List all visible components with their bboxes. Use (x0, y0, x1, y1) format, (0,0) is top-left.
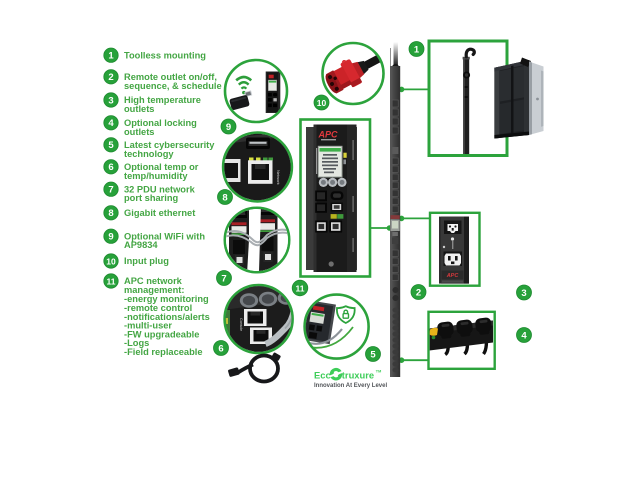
svg-text:4: 4 (108, 118, 114, 129)
svg-text:temp/humidity: temp/humidity (124, 171, 188, 181)
svg-text:High temperature: High temperature (124, 95, 201, 105)
svg-text:8: 8 (108, 208, 113, 219)
svg-text:11: 11 (107, 276, 116, 286)
svg-text:Input plug: Input plug (124, 256, 169, 266)
svg-text:-remote control: -remote control (124, 303, 192, 313)
svg-text:5: 5 (108, 140, 114, 151)
svg-text:Console: Console (239, 318, 243, 331)
svg-text:Optional WiFi with: Optional WiFi with (124, 231, 205, 241)
svg-text:Toolless mounting: Toolless mounting (124, 50, 206, 60)
svg-text:Optional locking: Optional locking (124, 118, 197, 128)
svg-text:outlets: outlets (124, 127, 154, 137)
svg-text:Eco: Eco (314, 370, 331, 381)
svg-text:Remote outlet on/off,: Remote outlet on/off, (124, 72, 217, 82)
svg-text:APC: APC (446, 273, 460, 279)
svg-text:32 PDU network: 32 PDU network (124, 184, 196, 194)
svg-text:7: 7 (221, 273, 226, 284)
svg-text:6: 6 (218, 343, 223, 354)
svg-text:2: 2 (108, 72, 113, 83)
svg-text:Gigabit ethernet: Gigabit ethernet (124, 208, 195, 218)
svg-text:technology: technology (124, 149, 174, 159)
svg-text:2: 2 (416, 287, 421, 298)
svg-text:-FW upgradeable: -FW upgradeable (124, 329, 199, 339)
svg-text:9: 9 (226, 122, 231, 133)
svg-text:3: 3 (108, 95, 113, 106)
svg-text:Latest cybersecurity: Latest cybersecurity (124, 140, 215, 150)
svg-text:-Field replaceable: -Field replaceable (124, 347, 203, 357)
svg-text:1: 1 (108, 51, 114, 62)
svg-text:9: 9 (108, 232, 113, 243)
svg-text:3: 3 (521, 288, 526, 299)
svg-text:11: 11 (296, 283, 305, 293)
svg-text:1: 1 (414, 44, 420, 55)
svg-text:7: 7 (108, 185, 113, 196)
svg-text:10: 10 (317, 98, 327, 108)
svg-text:4: 4 (521, 330, 527, 341)
svg-text:Network: Network (276, 170, 281, 185)
svg-text:Innovation At Every Level: Innovation At Every Level (314, 383, 387, 389)
svg-text:APC network: APC network (124, 276, 183, 286)
svg-text:AP9834: AP9834 (124, 240, 158, 250)
svg-text:APC: APC (317, 130, 338, 140)
svg-text:-multi-user: -multi-user (124, 321, 172, 331)
svg-text:port sharing: port sharing (124, 193, 179, 203)
svg-text:6: 6 (108, 162, 113, 173)
svg-text:truxure: truxure (342, 370, 374, 381)
svg-text:8: 8 (222, 192, 227, 203)
svg-text:-notifications/alerts: -notifications/alerts (124, 312, 210, 322)
svg-text:outlets: outlets (124, 104, 154, 114)
svg-text:-energy monitoring: -energy monitoring (124, 294, 209, 304)
svg-text:5: 5 (370, 349, 376, 360)
svg-text:sequence, & schedule: sequence, & schedule (124, 81, 222, 91)
svg-text:TM: TM (376, 370, 381, 374)
svg-text:-Logs: -Logs (124, 338, 149, 348)
svg-text:Optional temp or: Optional temp or (124, 162, 199, 172)
svg-text:management:: management: (124, 285, 184, 295)
svg-text:10: 10 (106, 256, 116, 266)
